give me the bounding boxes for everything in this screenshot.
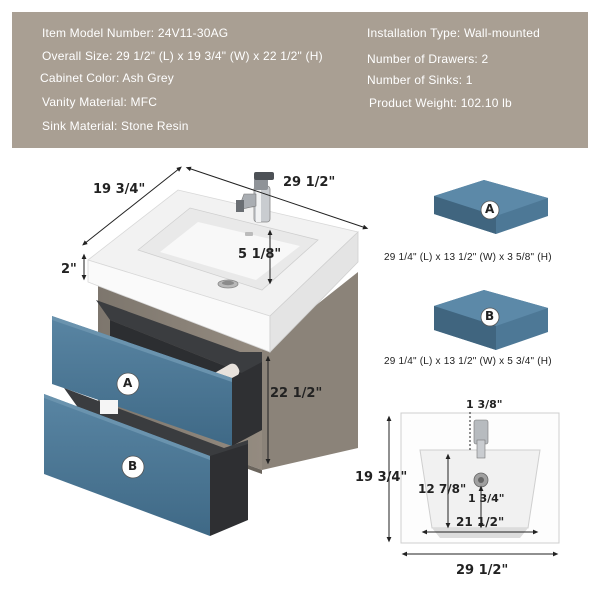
- drawer-b-badge: [121, 455, 145, 479]
- vanity-3d-view: [44, 172, 359, 536]
- spec-sink-material: Sink Material: Stone Resin: [42, 119, 189, 133]
- drain-offset-dim-label: 1 3/4": [468, 492, 505, 505]
- spec-cabinet-color: Cabinet Color: Ash Grey: [40, 71, 174, 85]
- top-view-depth-dim-label: 19 3/4": [355, 470, 408, 485]
- depth-dim-label: 19 3/4": [93, 182, 146, 197]
- drawer-a-letter: A: [123, 376, 133, 390]
- top-thickness-dim-label: 2": [61, 262, 77, 277]
- spec-banner: Item Model Number: 24V11-30AG Overall Si…: [12, 12, 588, 148]
- spec-item-model: Item Model Number: 24V11-30AG: [42, 26, 229, 40]
- drawer-b-diagram-letter: B: [485, 309, 495, 323]
- drawer-b-diagram-badge: [480, 307, 500, 327]
- width-dim-label: 29 1/2": [283, 175, 336, 190]
- drawer-a-diagram-letter: A: [485, 202, 495, 216]
- basin-depth-dim-label: 5 1/8": [238, 247, 282, 262]
- drawer-a-front: [52, 316, 232, 446]
- basin-width-dim-label: 21 1/2": [456, 515, 505, 529]
- drawer-b-dims: 29 1/4" (L) x 13 1/2" (W) x 5 3/4" (H): [384, 356, 552, 367]
- drawer-b-diagram: [434, 290, 548, 350]
- overall-width-dim-label: 29 1/2": [456, 563, 509, 578]
- top-view-dimension-lines: [386, 412, 559, 557]
- spec-number-of-drawers: Number of Drawers: 2: [367, 52, 489, 66]
- faucet-offset-dim-label: 1 3/8": [466, 398, 503, 411]
- drawer-b-letter: B: [128, 459, 138, 473]
- spec-number-of-sinks: Number of Sinks: 1: [367, 73, 473, 87]
- drawer-a-diagram-badge: [480, 200, 500, 220]
- drawer-a-dims: 29 1/4" (L) x 13 1/2" (W) x 3 5/8" (H): [384, 252, 552, 263]
- spec-installation-type: Installation Type: Wall-mounted: [367, 26, 540, 40]
- depth-dim-line: [82, 166, 182, 246]
- drawer-a-badge: [116, 372, 140, 396]
- drawer-a-diagram: [434, 180, 548, 234]
- spec-product-weight: Product Weight: 102.10 lb: [369, 96, 512, 110]
- cabinet-side-panel: [262, 272, 358, 470]
- basin-length-dim-label: 12 7/8": [418, 482, 467, 496]
- height-dim-label: 22 1/2": [270, 386, 323, 401]
- spec-vanity-material: Vanity Material: MFC: [42, 95, 158, 109]
- main-dimension-lines: [81, 166, 369, 465]
- countertop-side-edge: [269, 231, 359, 353]
- width-dim-line: [185, 166, 369, 230]
- spec-overall-size: Overall Size: 29 1/2" (L) x 19 3/4" (W) …: [42, 49, 323, 63]
